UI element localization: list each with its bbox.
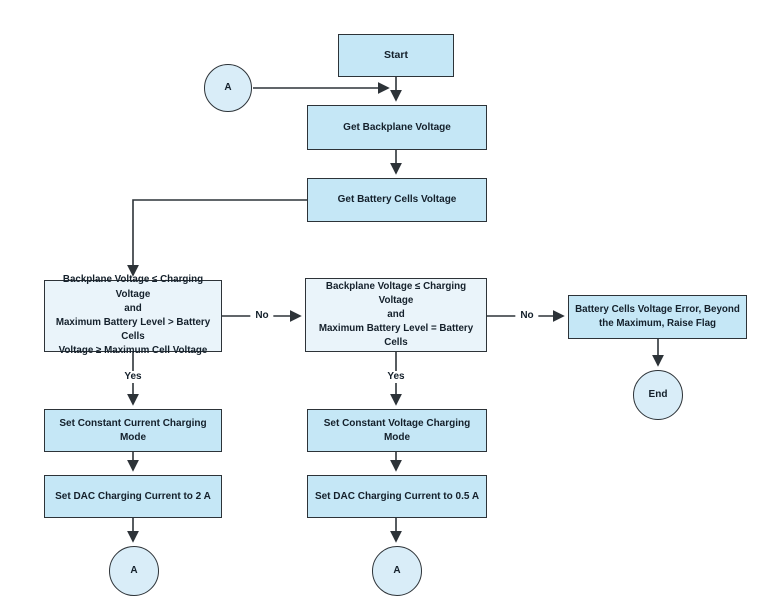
- decision-constant-current-label: Backplane Voltage ≤ Charging Voltage and…: [55, 274, 211, 357]
- set-constant-voltage-mode-node: Set Constant Voltage Charging Mode: [307, 409, 487, 452]
- get-backplane-voltage-label: Get Backplane Voltage: [343, 121, 451, 133]
- error-flag-label: Battery Cells Voltage Error, Beyond the …: [575, 304, 740, 329]
- connector-a-bottom-mid: A: [372, 546, 422, 596]
- get-backplane-voltage-node: Get Backplane Voltage: [307, 105, 487, 150]
- get-battery-cells-voltage-node: Get Battery Cells Voltage: [307, 178, 487, 222]
- end-node-label: End: [648, 389, 668, 400]
- connector-a-top: A: [204, 64, 252, 112]
- edge-label-no-right: No: [515, 310, 539, 322]
- decision-constant-voltage-node: Backplane Voltage ≤ Charging Voltage and…: [305, 278, 487, 352]
- get-battery-cells-voltage-label: Get Battery Cells Voltage: [337, 194, 457, 205]
- set-dac-current-2a-label: Set DAC Charging Current to 2 A: [55, 490, 211, 502]
- decision-constant-voltage-label: Backplane Voltage ≤ Charging Voltage and…: [318, 280, 474, 349]
- connector-a-bottom-left-label: A: [130, 565, 138, 576]
- connector-a-bottom-mid-label: A: [393, 565, 401, 576]
- edge-label-yes-left: Yes: [119, 371, 147, 383]
- connector-a-top-label: A: [224, 82, 232, 93]
- set-dac-current-05a-label: Set DAC Charging Current to 0.5 A: [314, 490, 480, 502]
- set-constant-current-mode-node: Set Constant Current Charging Mode: [44, 409, 222, 452]
- start-node-label: Start: [384, 49, 408, 62]
- set-dac-current-2a-node: Set DAC Charging Current to 2 A: [44, 475, 222, 518]
- set-constant-current-mode-label: Set Constant Current Charging Mode: [59, 417, 207, 443]
- set-dac-current-05a-node: Set DAC Charging Current to 0.5 A: [307, 475, 487, 518]
- start-node: Start: [338, 34, 454, 77]
- connector-a-bottom-left: A: [109, 546, 159, 596]
- edge-label-no-left: No: [250, 310, 274, 322]
- decision-constant-current-node: Backplane Voltage ≤ Charging Voltage and…: [44, 274, 222, 356]
- end-node: End: [633, 370, 683, 420]
- edge-label-yes-mid: Yes: [382, 371, 410, 383]
- set-constant-voltage-mode-label: Set Constant Voltage Charging Mode: [323, 417, 471, 443]
- error-flag-node: Battery Cells Voltage Error, Beyond the …: [568, 295, 747, 339]
